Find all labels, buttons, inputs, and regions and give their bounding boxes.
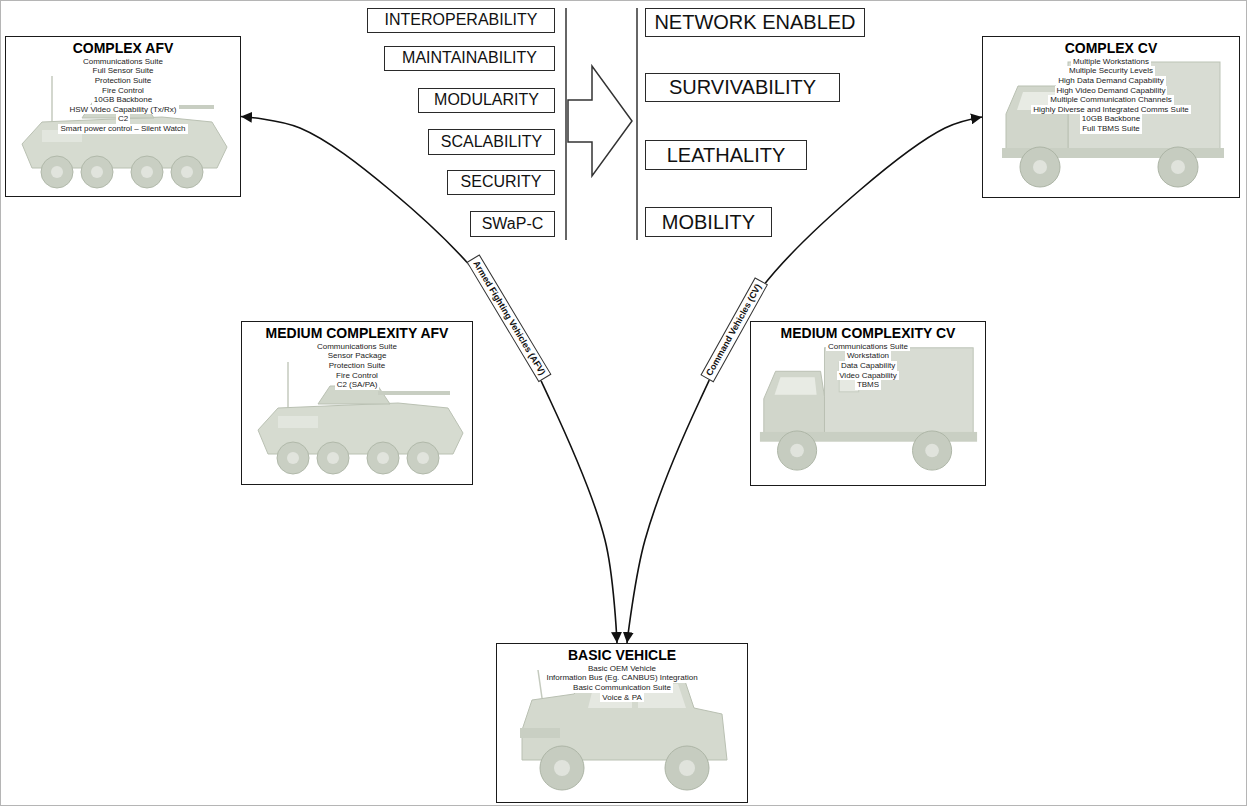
attribute-label: NETWORK ENABLED: [654, 11, 855, 34]
vehicle-box: MEDIUM COMPLEXITY CVCommunications Suite…: [750, 321, 986, 486]
block-arrow: [568, 66, 632, 176]
attribute-label: MOBILITY: [662, 211, 755, 234]
capability-item: Video Capability: [837, 371, 899, 381]
capability-item: Full Sensor Suite: [91, 66, 156, 76]
attribute-box: SCALABILITY: [428, 129, 555, 155]
capability-item: Sensor Package: [326, 351, 389, 361]
capability-item: 10GB Backbone: [92, 95, 154, 105]
capability-item: Communications Suite: [315, 342, 399, 352]
capability-item: Basic Communication Suite: [571, 683, 673, 693]
capability-item: Communications Suite: [81, 57, 165, 67]
attribute-label: MAINTAINABILITY: [402, 49, 537, 67]
jeep-illustration: [520, 670, 727, 790]
capability-item: TBMS: [855, 380, 881, 390]
vehicle-heading: COMPLEX AFV: [71, 40, 176, 57]
capability-item: C2: [116, 114, 130, 124]
capability-item: High Data Demand Capability: [1056, 76, 1165, 86]
attribute-label: SWaP-C: [482, 215, 544, 233]
attribute-label: SURVIVABILITY: [669, 76, 816, 99]
vehicle-box: BASIC VEHICLEBasic OEM VehicleInformatio…: [496, 643, 748, 803]
capability-item: HSW Video Capability (Tx/Rx): [68, 105, 179, 115]
attribute-box: MOBILITY: [645, 207, 772, 237]
curved-arrow: [627, 117, 982, 643]
attribute-box: LEATHALITY: [645, 140, 807, 170]
capability-item: Basic OEM Vehicle: [586, 664, 658, 674]
capability-item: Voice & PA: [600, 693, 643, 703]
attribute-box: SWaP-C: [470, 211, 555, 237]
afv-illustration: [22, 76, 227, 188]
capability-item: Full TBMS Suite: [1080, 124, 1142, 134]
attribute-box: MODULARITY: [418, 88, 555, 113]
edge-label: Armed Fighting Vehicles (AFV): [467, 255, 551, 382]
truck-illustration: [760, 348, 977, 470]
attribute-box: INTEROPERABILITY: [367, 8, 555, 33]
attribute-label: LEATHALITY: [667, 144, 786, 167]
capability-item: Protection Suite: [327, 361, 387, 371]
edge-label: Command Vehicles (CV): [701, 278, 768, 383]
capability-item: Workstation: [845, 351, 891, 361]
vehicle-heading: BASIC VEHICLE: [566, 647, 678, 664]
curved-arrow: [241, 117, 617, 644]
afv-illustration: [258, 362, 463, 474]
capability-item: Data Capability: [839, 361, 897, 371]
attribute-label: SECURITY: [461, 173, 542, 191]
capability-item: Multiple Workstations: [1071, 57, 1151, 67]
divider-line: [636, 8, 638, 240]
attribute-box: NETWORK ENABLED: [645, 8, 865, 37]
capability-item: Fire Control: [100, 86, 146, 96]
attribute-label: SCALABILITY: [441, 133, 542, 151]
truck-illustration: [1002, 62, 1224, 187]
vehicle-heading: COMPLEX CV: [1063, 40, 1160, 57]
divider-line: [565, 8, 567, 240]
attribute-box: SURVIVABILITY: [645, 73, 840, 102]
capability-item: Protection Suite: [93, 76, 153, 86]
attribute-label: INTEROPERABILITY: [385, 11, 538, 29]
capability-item: Multiple Communication Channels: [1048, 95, 1173, 105]
vehicle-box: COMPLEX AFVCommunications SuiteFull Sens…: [5, 36, 241, 197]
capability-item: High Video Demand Capability: [1055, 86, 1168, 96]
capability-item: Highly Diverse and Integrated Comms Suit…: [1031, 105, 1191, 115]
attribute-box: SECURITY: [447, 170, 555, 195]
attribute-label: MODULARITY: [434, 91, 539, 109]
capability-item: Fire Control: [334, 371, 380, 381]
vehicle-box: COMPLEX CVMultiple WorkstationsMultiple …: [982, 36, 1240, 198]
capability-item: Communications Suite: [826, 342, 910, 352]
capability-item: C2 (SA/PA): [335, 380, 380, 390]
vehicle-box: MEDIUM COMPLEXITY AFVCommunications Suit…: [241, 321, 473, 485]
capability-item: Multiple Security Levels: [1067, 66, 1155, 76]
vehicle-heading: MEDIUM COMPLEXITY CV: [779, 325, 958, 342]
vehicle-heading: MEDIUM COMPLEXITY AFV: [264, 325, 451, 342]
capability-item: Smart power control – Silent Watch: [58, 124, 187, 134]
attribute-box: MAINTAINABILITY: [384, 46, 555, 71]
capability-item: 10GB Backbone: [1080, 114, 1142, 124]
capability-item: Information Bus (Eg. CANBUS) Integration: [544, 673, 699, 683]
